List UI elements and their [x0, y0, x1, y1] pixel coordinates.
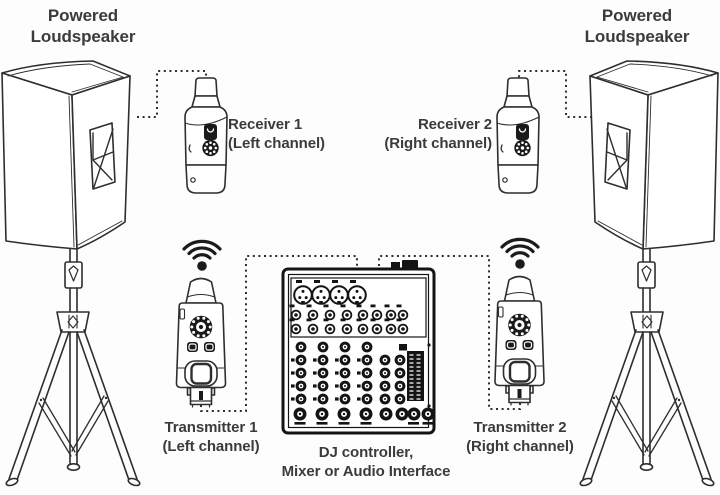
wireless-signal-icon-right — [500, 237, 540, 271]
label-mixer: DJ controller, Mixer or Audio Interface — [281, 444, 451, 480]
label-powered-loudspeaker-left: Powered Loudspeaker — [30, 6, 136, 47]
receiver-1-device — [184, 77, 228, 194]
mixer-device — [281, 260, 436, 435]
left-powered-loudspeaker — [1, 60, 142, 488]
label-powered-loudspeaker-right: Powered Loudspeaker — [584, 6, 690, 47]
label-transmitter-1: Transmitter 1 (Left channel) — [162, 419, 260, 455]
transmitter-2-device — [493, 275, 546, 407]
right-powered-loudspeaker — [578, 60, 719, 488]
receiver-2-device — [496, 77, 540, 194]
label-transmitter-2: Transmitter 2 (Right channel) — [466, 419, 574, 455]
transmitter-1-device — [175, 277, 227, 409]
label-receiver-2: Receiver 2 (Right channel) — [384, 116, 492, 152]
wireless-signal-icon-left — [182, 239, 222, 273]
label-receiver-1: Receiver 1 (Left channel) — [228, 116, 325, 152]
connection-transmitter2-mixer — [378, 255, 521, 410]
connection-right-speaker-receiver2 — [518, 70, 592, 118]
connection-transmitter1-mixer — [200, 255, 358, 412]
